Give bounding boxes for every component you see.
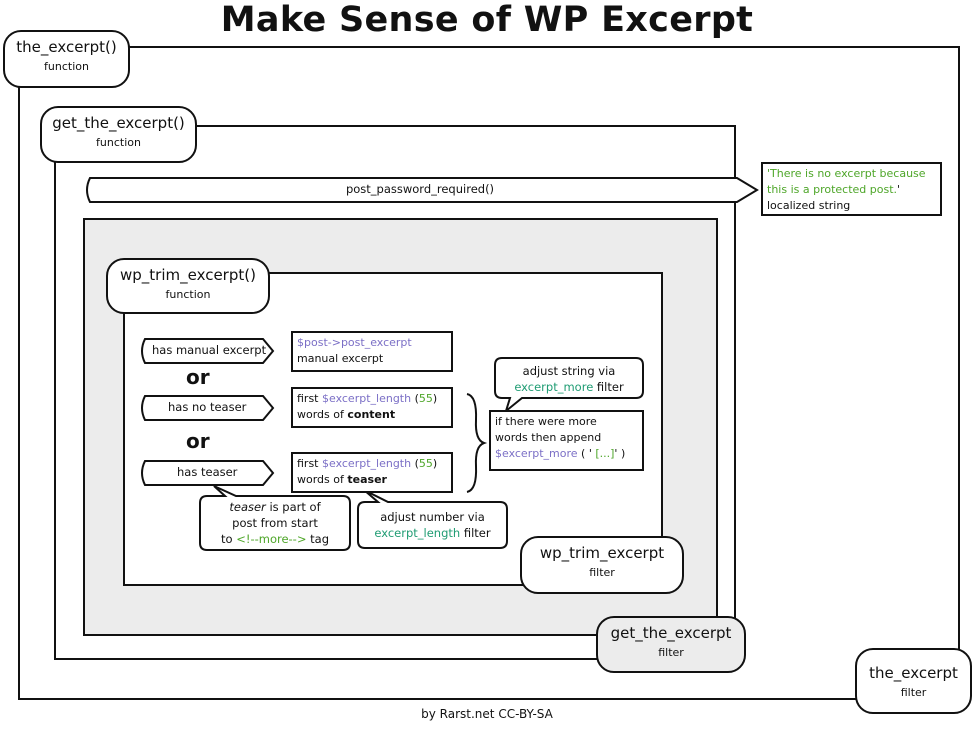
get-the-excerpt-filter-label: get_the_excerpt filter <box>596 616 746 673</box>
post-excerpt-variable: $post->post_excerpt <box>297 336 412 349</box>
post-password-label: post_password_required() <box>345 182 495 196</box>
first-label: first <box>297 457 319 470</box>
first-label: first <box>297 392 319 405</box>
function-kind: function <box>165 288 211 301</box>
teaser-note: teaser is part of post from start to <!-… <box>201 499 349 547</box>
teaser-line2: post from start <box>232 516 318 530</box>
excerpt-more-variable: $excerpt_more <box>495 447 578 460</box>
has-no-teaser-arrow <box>141 395 275 421</box>
has-teaser-arrow <box>141 460 275 486</box>
append-line2: words then append <box>495 431 602 444</box>
words-of-label: words of <box>297 408 344 421</box>
function-kind: function <box>96 136 141 149</box>
get-the-excerpt-frame <box>54 125 736 660</box>
has-manual-excerpt-arrow <box>141 338 275 364</box>
string-quote-close: ' <box>897 183 901 196</box>
diagram-title: Make Sense of WP Excerpt <box>220 0 754 40</box>
function-name: the_excerpt() <box>16 38 117 56</box>
has-manual-excerpt-label: has manual excerpt <box>152 343 267 357</box>
filter-name: the_excerpt <box>869 664 958 682</box>
filter-kind: filter <box>589 566 615 579</box>
function-name: get_the_excerpt() <box>52 114 185 132</box>
more-tag: <!--more--> <box>236 532 307 546</box>
teaser-words-result-box: first $excerpt_length (55) words of teas… <box>291 452 453 493</box>
wp-trim-excerpt-function-label: wp_trim_excerpt() function <box>106 258 270 314</box>
function-name: wp_trim_excerpt() <box>120 266 256 284</box>
manual-excerpt-result-box: $post->post_excerpt manual excerpt <box>291 331 453 372</box>
excerpt-length-bubble <box>357 489 508 549</box>
teaser-line3-post: tag <box>310 532 329 546</box>
excerpt-length-default: 55 <box>418 392 433 405</box>
filter-name: wp_trim_excerpt <box>539 544 665 562</box>
content-words-result-box: first $excerpt_length (55) words of cont… <box>291 387 453 428</box>
adjust-string-text: adjust string via <box>522 364 616 378</box>
append-line1: if there were more <box>495 415 597 428</box>
teaser-rest: is part of <box>269 500 321 514</box>
excerpt-length-note: adjust number via excerpt_length filter <box>359 509 506 541</box>
filter-suffix: filter <box>463 526 491 540</box>
credit-footer: by Rarst.net CC-BY-SA <box>421 707 553 721</box>
teaser-line3-pre: to <box>221 532 233 546</box>
ellipsis-string: [...] <box>591 447 615 460</box>
the-excerpt-frame <box>18 46 960 700</box>
teaser-bold-label: teaser <box>347 473 387 486</box>
content-label: content <box>347 408 396 421</box>
teaser-italic: teaser <box>229 500 266 514</box>
or-label: or <box>186 365 210 389</box>
manual-excerpt-desc: manual excerpt <box>297 352 384 365</box>
filter-name: get_the_excerpt <box>610 624 732 642</box>
has-no-teaser-label: has no teaser <box>168 400 247 414</box>
get-the-excerpt-function-label: get_the_excerpt() function <box>40 106 197 163</box>
protected-post-string: There is no excerpt because this is a pr… <box>767 167 926 196</box>
append-open: ( ' <box>577 447 592 460</box>
protected-post-string-box: 'There is no excerpt because this is a p… <box>761 162 942 216</box>
teaser-bubble <box>199 485 351 551</box>
excerpt-more-note: adjust string via excerpt_more filter <box>497 363 641 395</box>
localized-string-note: localized string <box>767 199 851 212</box>
excerpt-length-variable: $excerpt_length <box>322 457 412 470</box>
filter-suffix: filter <box>596 380 624 394</box>
string-quote-open: ' <box>767 167 771 180</box>
words-of-label: words of <box>297 473 344 486</box>
excerpt-more-filter-name: excerpt_more <box>514 380 594 394</box>
has-teaser-label: has teaser <box>177 465 238 479</box>
the-excerpt-function-label: the_excerpt() function <box>3 30 130 88</box>
excerpt-length-filter-name: excerpt_length <box>374 526 461 540</box>
post-password-arrow <box>86 177 759 203</box>
filter-kind: filter <box>658 646 684 659</box>
curly-brace <box>466 393 488 493</box>
filter-kind: filter <box>900 686 927 699</box>
adjust-number-text: adjust number via <box>380 510 485 524</box>
excerpt-length-variable: $excerpt_length <box>322 392 412 405</box>
excerpt-more-bubble <box>494 357 644 414</box>
excerpt-length-default: 55 <box>418 457 433 470</box>
function-kind: function <box>44 60 89 73</box>
append-close: ' ) <box>614 447 626 460</box>
the-excerpt-filter-label: the_excerpt filter <box>855 648 972 714</box>
wp-trim-excerpt-filter-label: wp_trim_excerpt filter <box>520 536 684 594</box>
append-more-box: if there were more words then append $ex… <box>489 410 644 471</box>
or-label: or <box>186 429 210 453</box>
